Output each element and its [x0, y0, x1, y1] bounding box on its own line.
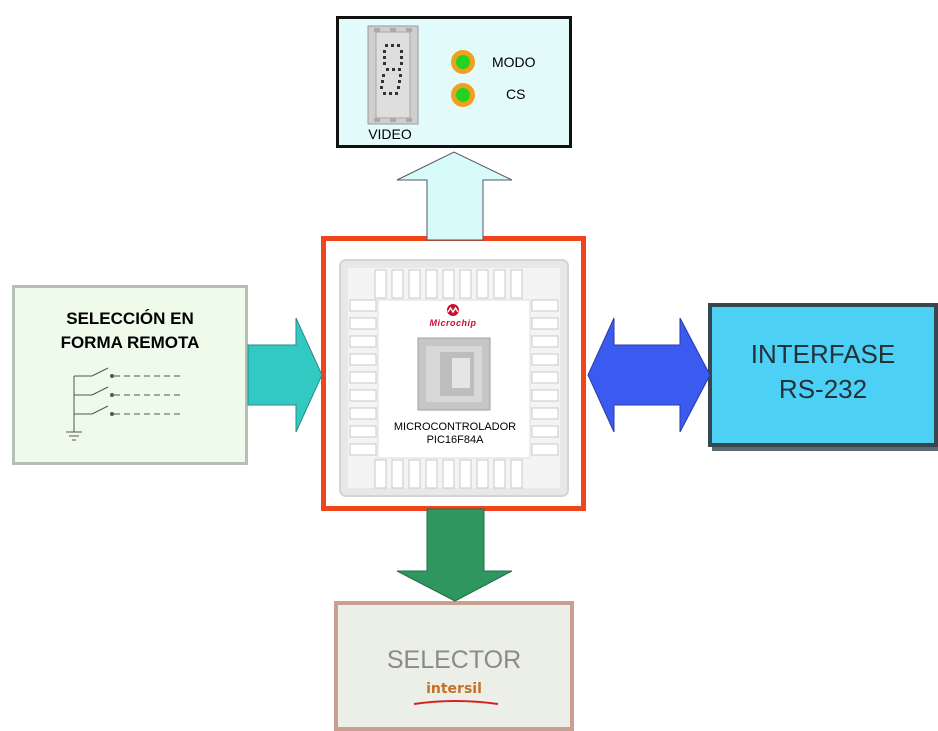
- rs232-title-line2: RS-232: [778, 374, 868, 404]
- double-arrow-rs232: [587, 317, 711, 433]
- intersil-brand: intersil: [426, 681, 482, 697]
- selector-label: SELECTOR: [386, 646, 522, 674]
- modo-label: MODO: [492, 54, 536, 70]
- selector-panel: [334, 601, 574, 731]
- microchip-logo-icon: [447, 304, 459, 316]
- modo-led-icon: [451, 50, 475, 74]
- remote-title-line2: FORMA REMOTA: [60, 333, 200, 352]
- plcc-chip-graphic: [339, 259, 569, 497]
- rs232-title-line1: INTERFASE: [750, 339, 896, 369]
- cs-label: CS: [506, 86, 526, 102]
- mcu-label-line1: MICROCONTROLADOR: [393, 421, 517, 433]
- video-label: VIDEO: [368, 126, 412, 142]
- arrow-up-to-video: [396, 151, 513, 241]
- mcu-label-line2: PIC16F84A: [426, 434, 484, 446]
- arrow-right-from-remote: [247, 317, 323, 433]
- remote-selection-panel: [12, 285, 248, 465]
- intersil-logo-icon: [413, 700, 499, 705]
- arrow-down-to-selector: [396, 508, 513, 602]
- seven-segment-display-icon: [367, 25, 419, 125]
- remote-title: SELECCIÓN EN FORMA REMOTA: [20, 307, 240, 355]
- cs-led-icon: [451, 83, 475, 107]
- microchip-brand: Microchip: [429, 318, 477, 328]
- remote-title-line1: SELECCIÓN EN: [66, 309, 194, 328]
- switch-schematic-icon: [66, 367, 180, 441]
